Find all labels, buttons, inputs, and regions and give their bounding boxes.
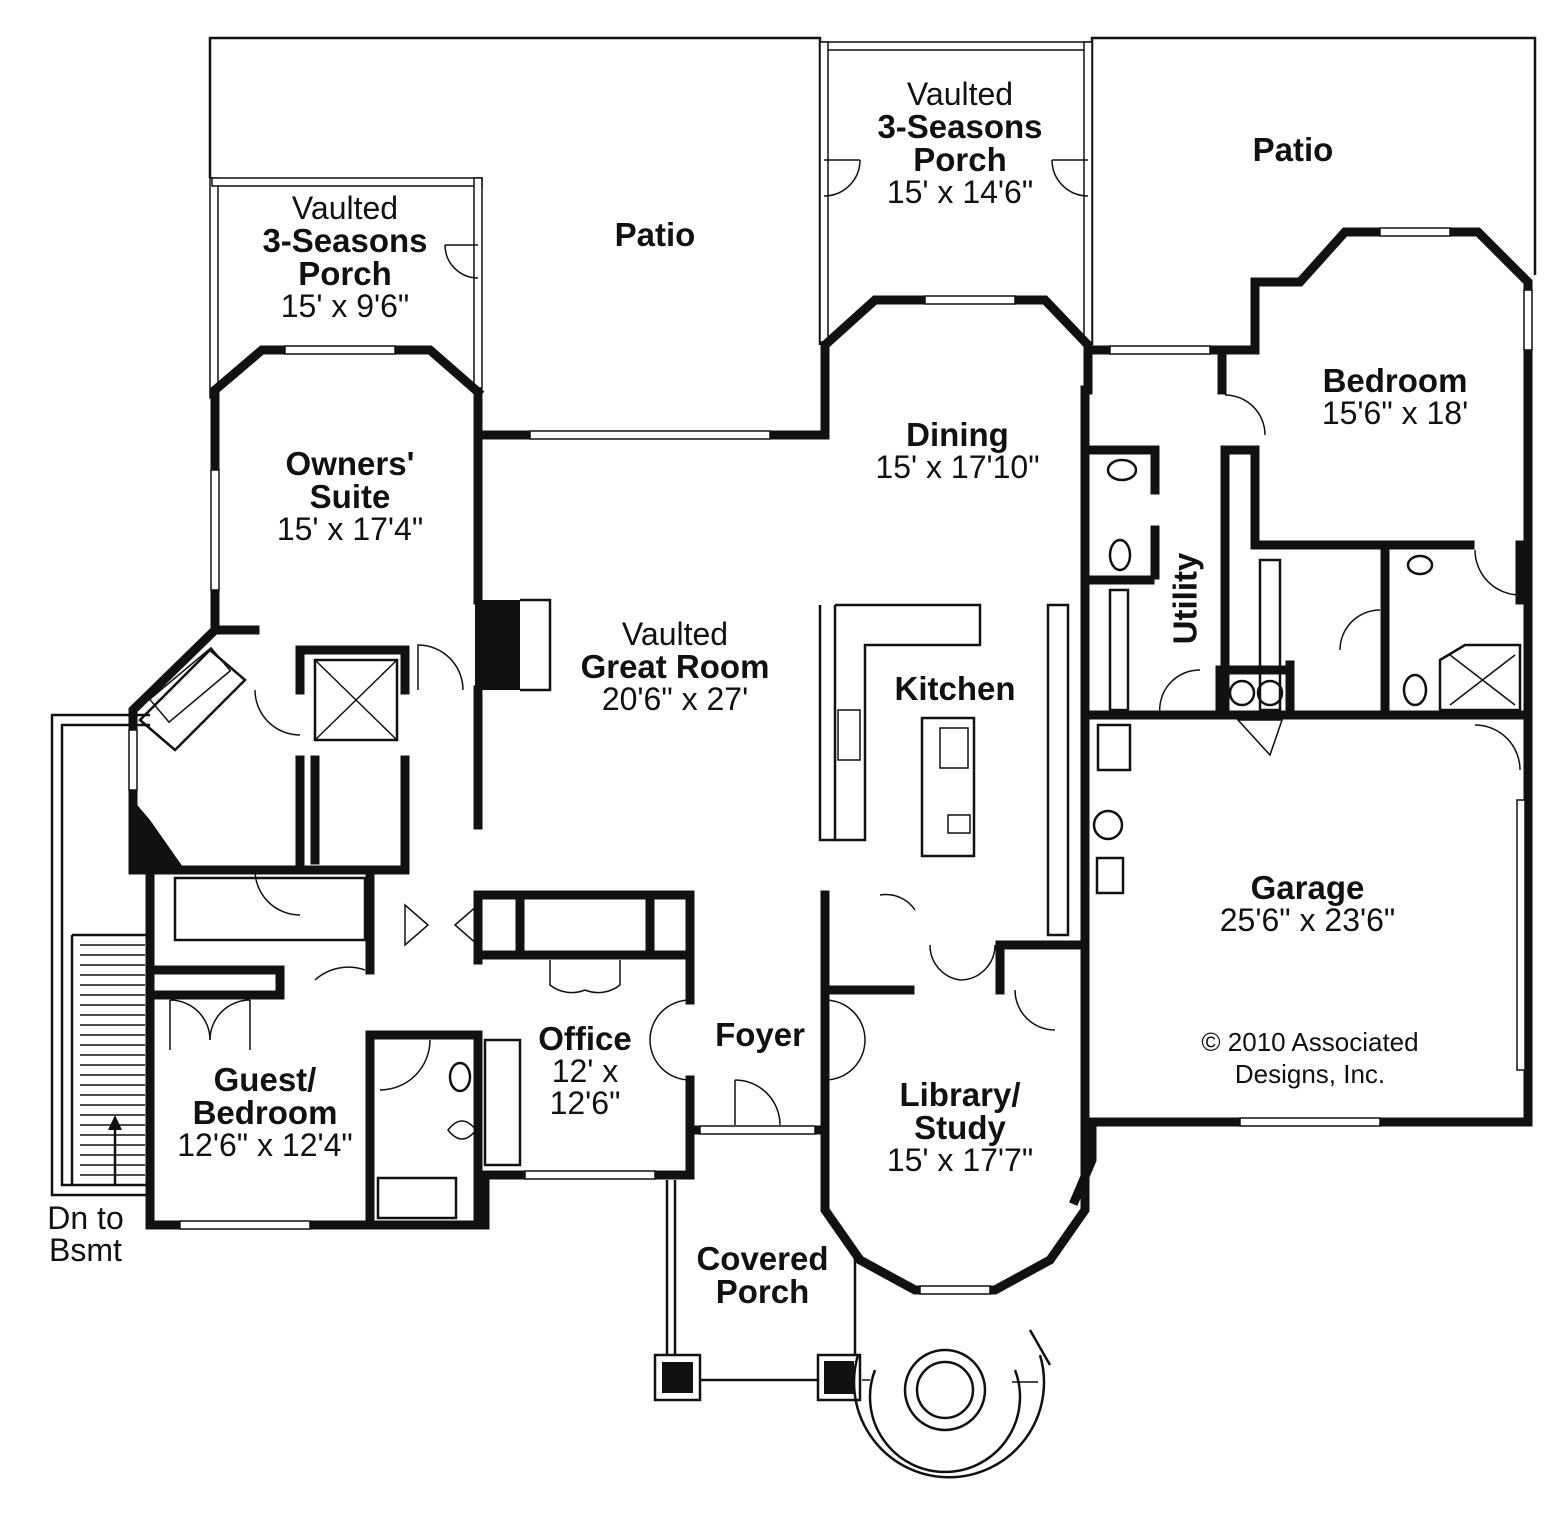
covered-porch-line1: Covered bbox=[696, 1240, 829, 1277]
covered-porch-label: Covered Porch bbox=[680, 1242, 845, 1308]
stairs bbox=[50, 713, 150, 1197]
great-room-line1: Vaulted bbox=[621, 616, 729, 652]
garage-label: Garage 25'6" x 23'6" bbox=[1195, 871, 1420, 936]
stairs-line2: Bsmt bbox=[49, 1232, 122, 1268]
bedroom-dims: 15'6" x 18' bbox=[1321, 395, 1469, 431]
stairs-label: Dn to Bsmt bbox=[28, 1202, 143, 1266]
office-dims2: 12'6" bbox=[549, 1085, 621, 1121]
center-porch-label: Vaulted 3-Seasons Porch 15' x 14'6" bbox=[855, 78, 1065, 208]
covered-porch-line2: Porch bbox=[715, 1273, 810, 1310]
right-patio-name: Patio bbox=[1252, 131, 1334, 168]
utility-name: Utility bbox=[1166, 552, 1204, 645]
guest-bedroom-line1: Guest/ bbox=[213, 1061, 317, 1098]
exterior-windows bbox=[128, 227, 1533, 1295]
bedroom-name: Bedroom bbox=[1322, 362, 1468, 399]
left-porch-line1: Vaulted bbox=[291, 190, 399, 226]
door-swings bbox=[169, 394, 1521, 1126]
center-porch-line2: 3-Seasons bbox=[877, 108, 1043, 145]
foyer-label: Foyer bbox=[695, 1018, 825, 1051]
kitchen-name: Kitchen bbox=[894, 670, 1016, 707]
guest-bedroom-label: Guest/ Bedroom 12'6" x 12'4" bbox=[160, 1063, 370, 1161]
left-porch-line3: Porch bbox=[298, 255, 392, 292]
library-line2: Study bbox=[914, 1109, 1006, 1146]
garage-dims: 25'6" x 23'6" bbox=[1219, 902, 1396, 938]
copyright-note: © 2010 Associated Designs, Inc. bbox=[1170, 1029, 1450, 1087]
utility-label: Utility bbox=[1166, 539, 1204, 659]
center-porch-dims: 15' x 14'6" bbox=[886, 174, 1034, 210]
center-porch-line1: Vaulted bbox=[906, 76, 1014, 112]
covered-porch bbox=[653, 1180, 1052, 1479]
office-label: Office 12' x 12'6" bbox=[520, 1022, 650, 1119]
interior-walls bbox=[138, 385, 1533, 1230]
owners-suite-dims: 15' x 17'4" bbox=[276, 511, 424, 547]
owners-suite-line2: Suite bbox=[309, 478, 391, 515]
dining-name: Dining bbox=[906, 416, 1009, 453]
great-room-line2: Great Room bbox=[580, 648, 770, 685]
left-porch-dims: 15' x 9'6" bbox=[280, 288, 410, 324]
bedroom-label: Bedroom 15'6" x 18' bbox=[1295, 364, 1495, 429]
owners-suite-line1: Owners' bbox=[285, 445, 415, 482]
copyright-line1: © 2010 Associated bbox=[1201, 1027, 1419, 1057]
right-patio-label: Patio bbox=[1228, 133, 1358, 166]
left-patio-label: Patio bbox=[590, 218, 720, 251]
office-name: Office bbox=[538, 1020, 632, 1057]
left-patio-name: Patio bbox=[614, 216, 696, 253]
left-porch-label: Vaulted 3-Seasons Porch 15' x 9'6" bbox=[240, 192, 450, 322]
office-dims1: 12' x bbox=[551, 1053, 619, 1089]
owners-suite-label: Owners' Suite 15' x 17'4" bbox=[250, 447, 450, 545]
kitchen-label: Kitchen bbox=[875, 672, 1035, 705]
dining-dims: 15' x 17'10" bbox=[875, 449, 1040, 485]
great-room-dims: 20'6" x 27' bbox=[601, 681, 749, 717]
great-room-label: Vaulted Great Room 20'6" x 27' bbox=[560, 618, 790, 715]
garage-name: Garage bbox=[1250, 869, 1365, 906]
library-dims: 15' x 17'7" bbox=[886, 1142, 1034, 1178]
foyer-name: Foyer bbox=[715, 1016, 805, 1053]
stairs-line1: Dn to bbox=[47, 1200, 124, 1236]
copyright-line2: Designs, Inc. bbox=[1234, 1059, 1386, 1089]
left-porch-line2: 3-Seasons bbox=[262, 222, 428, 259]
library-line1: Library/ bbox=[899, 1076, 1021, 1113]
guest-bedroom-line2: Bedroom bbox=[192, 1094, 338, 1131]
dining-label: Dining 15' x 17'10" bbox=[850, 418, 1065, 483]
library-label: Library/ Study 15' x 17'7" bbox=[860, 1078, 1060, 1176]
center-porch-line3: Porch bbox=[913, 141, 1007, 178]
guest-bedroom-dims: 12'6" x 12'4" bbox=[177, 1127, 353, 1163]
